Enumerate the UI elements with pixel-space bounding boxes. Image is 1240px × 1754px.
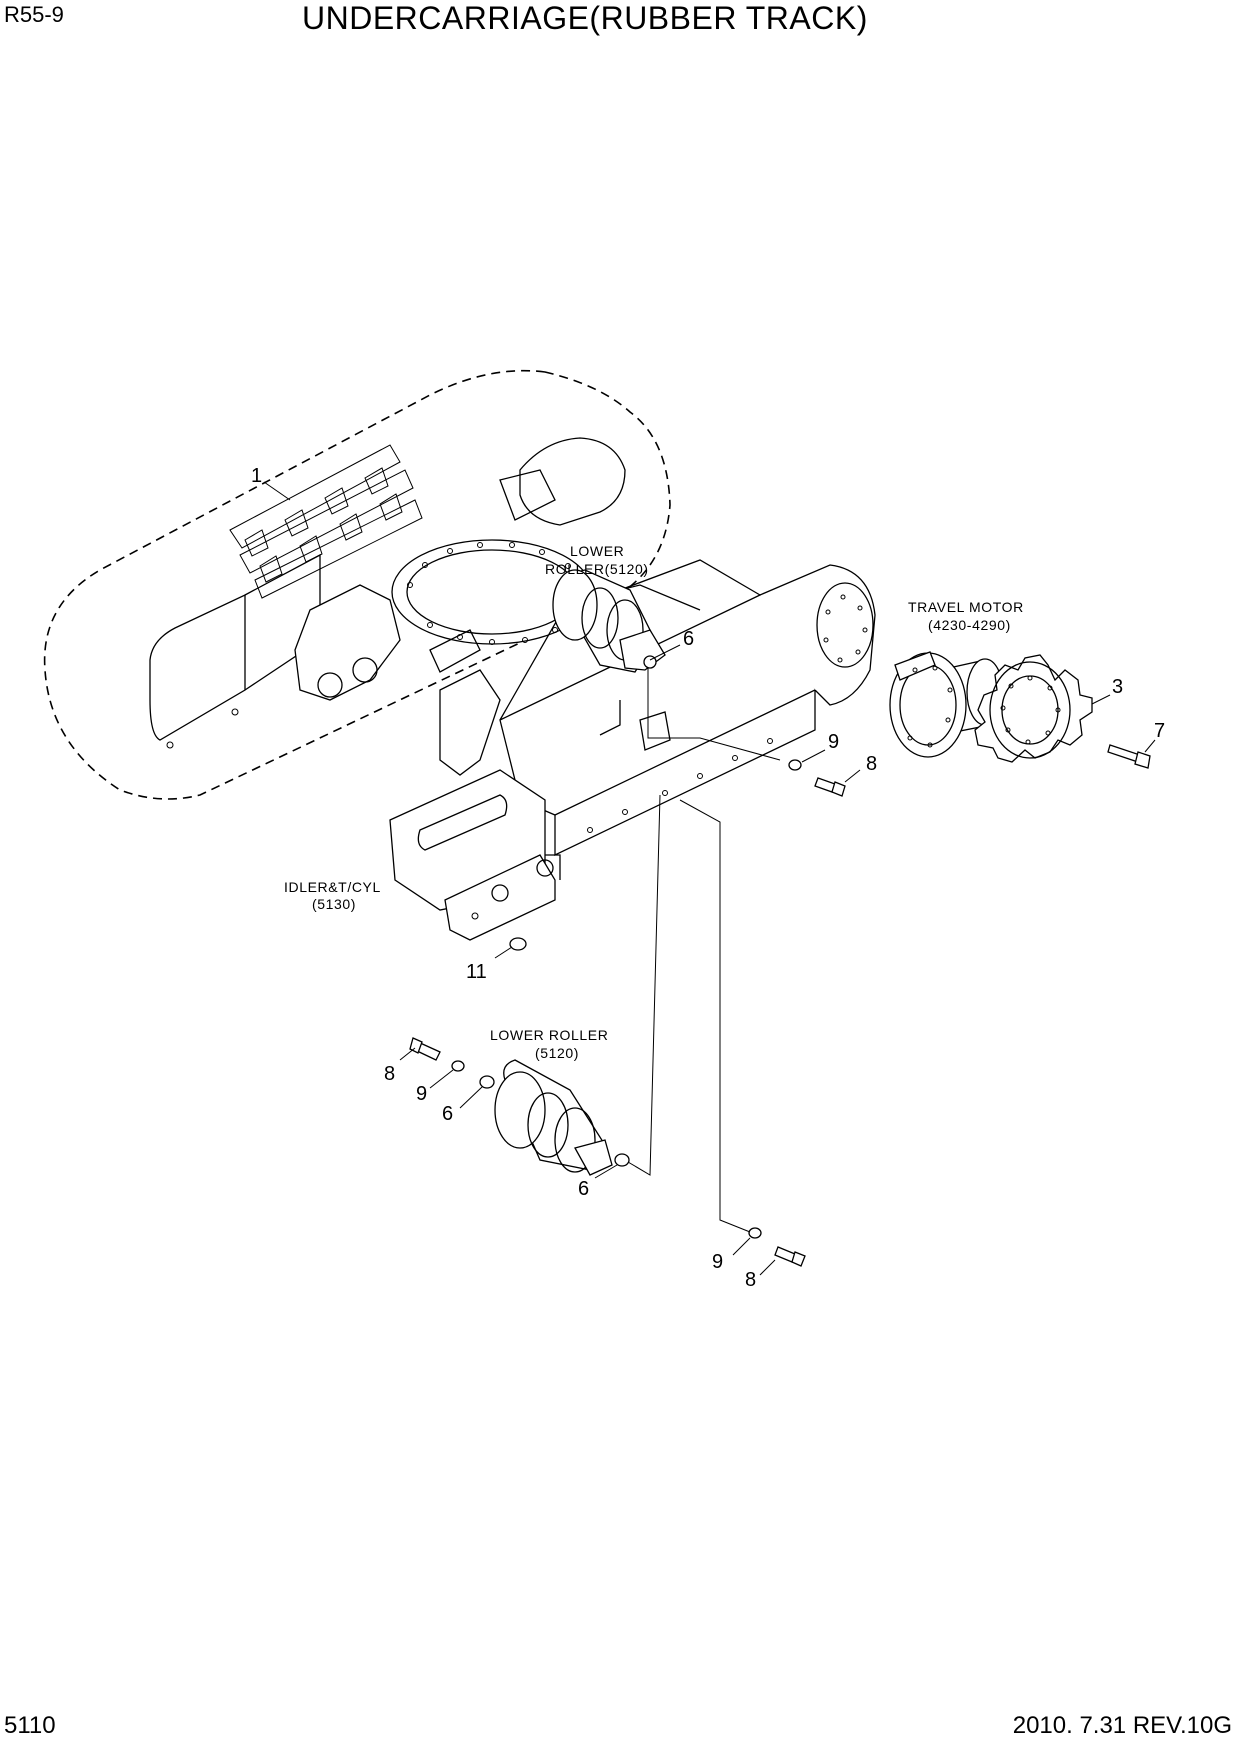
plug-11 — [509, 937, 527, 951]
callout-11: 11 — [466, 961, 487, 983]
travel-motor-label-2: (4230-4290) — [928, 617, 1011, 633]
callout-8-lower: 8 — [745, 1269, 756, 1291]
washer-bolt-lower — [748, 1227, 806, 1267]
callout-8-upper: 8 — [866, 753, 877, 775]
revision-date: 2010. 7.31 REV.10G — [1012, 1712, 1232, 1739]
callout-3: 3 — [1112, 676, 1123, 698]
sprocket — [974, 654, 1093, 763]
lower-roller-top-label-1: LOWER — [570, 543, 624, 559]
callout-9-left: 9 — [416, 1083, 427, 1105]
callout-8-left: 8 — [384, 1063, 395, 1085]
page-title: UNDERCARRIAGE(RUBBER TRACK) — [302, 0, 868, 36]
callout-7: 7 — [1154, 720, 1165, 742]
travel-motor-label-1: TRAVEL MOTOR — [908, 599, 1024, 615]
callout-6-top: 6 — [683, 628, 694, 650]
lower-roller-bottom-label-1: LOWER ROLLER — [490, 1027, 608, 1043]
idler-label-1: IDLER&T/CYL — [284, 879, 381, 895]
bolt-7 — [1107, 744, 1151, 769]
callout-6-left: 6 — [442, 1103, 453, 1125]
callout-1: 1 — [251, 465, 262, 487]
track-side-frame — [149, 437, 626, 749]
lower-frame — [294, 559, 876, 941]
lower-roller-exploded — [409, 1037, 630, 1176]
lower-roller-top-label-2: ROLLER(5120) — [545, 561, 649, 577]
lower-roller-bottom-label-2: (5120) — [535, 1045, 579, 1061]
leader-lines — [263, 481, 1156, 1276]
travel-motor — [889, 651, 1004, 758]
swing-bearing-ring — [391, 539, 593, 645]
rubber-track-outline — [43, 369, 671, 800]
lower-roller-upper-assembly — [552, 569, 666, 673]
model-code: R55-9 — [4, 2, 64, 27]
track-shoe-pattern — [229, 444, 423, 599]
callout-9-upper: 9 — [828, 731, 839, 753]
idler-label-2: (5130) — [312, 896, 356, 912]
callout-9-lower: 9 — [712, 1251, 723, 1273]
callout-6-bottom: 6 — [578, 1178, 589, 1200]
explode-lines — [627, 668, 781, 1233]
page-number: 5110 — [4, 1712, 56, 1739]
washer-bolt-upper — [788, 759, 846, 797]
